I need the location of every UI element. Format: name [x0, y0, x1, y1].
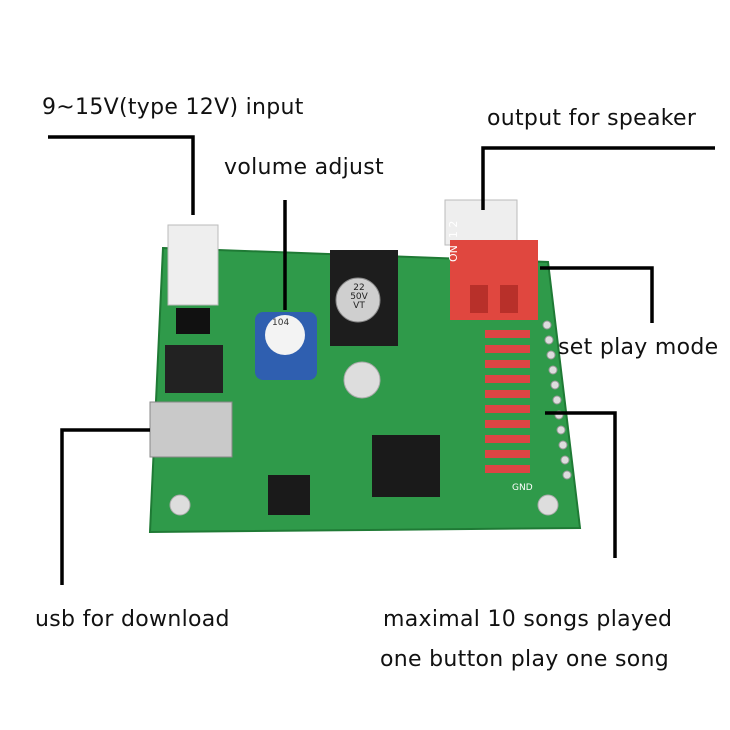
speaker-connector: [444, 199, 518, 246]
label-volume-adjust: volume adjust: [224, 155, 384, 180]
mcu-chip: [372, 435, 440, 497]
label-power-input: 9~15V(type 12V) input: [42, 95, 304, 120]
callout-speaker: [481, 146, 715, 210]
label-songs-line2: one button play one song: [380, 647, 670, 672]
callout-play-mode: [540, 266, 654, 323]
callout-usb: [60, 428, 150, 585]
dip-switch-marking: ON 1 2: [447, 220, 460, 262]
capacitor: [335, 277, 381, 323]
callout-lines: [48, 135, 715, 585]
diode-array: [485, 330, 530, 473]
label-usb: usb for download: [35, 607, 230, 632]
flash-chip: [268, 475, 310, 515]
regulator-chip: [165, 345, 223, 393]
dip-switch: [450, 240, 538, 320]
pot-marking: 104: [272, 318, 289, 328]
gnd-marking: GND: [512, 483, 533, 493]
power-connector: [167, 224, 219, 306]
callout-power: [48, 135, 195, 215]
usb-port: [149, 401, 233, 458]
label-speaker-output: output for speaker: [487, 106, 697, 131]
capacitor-marking: 22 50V VT: [350, 283, 368, 311]
label-songs-line1: maximal 10 songs played: [383, 607, 673, 632]
callout-songs: [545, 411, 617, 558]
label-play-mode: set play mode: [558, 335, 719, 360]
